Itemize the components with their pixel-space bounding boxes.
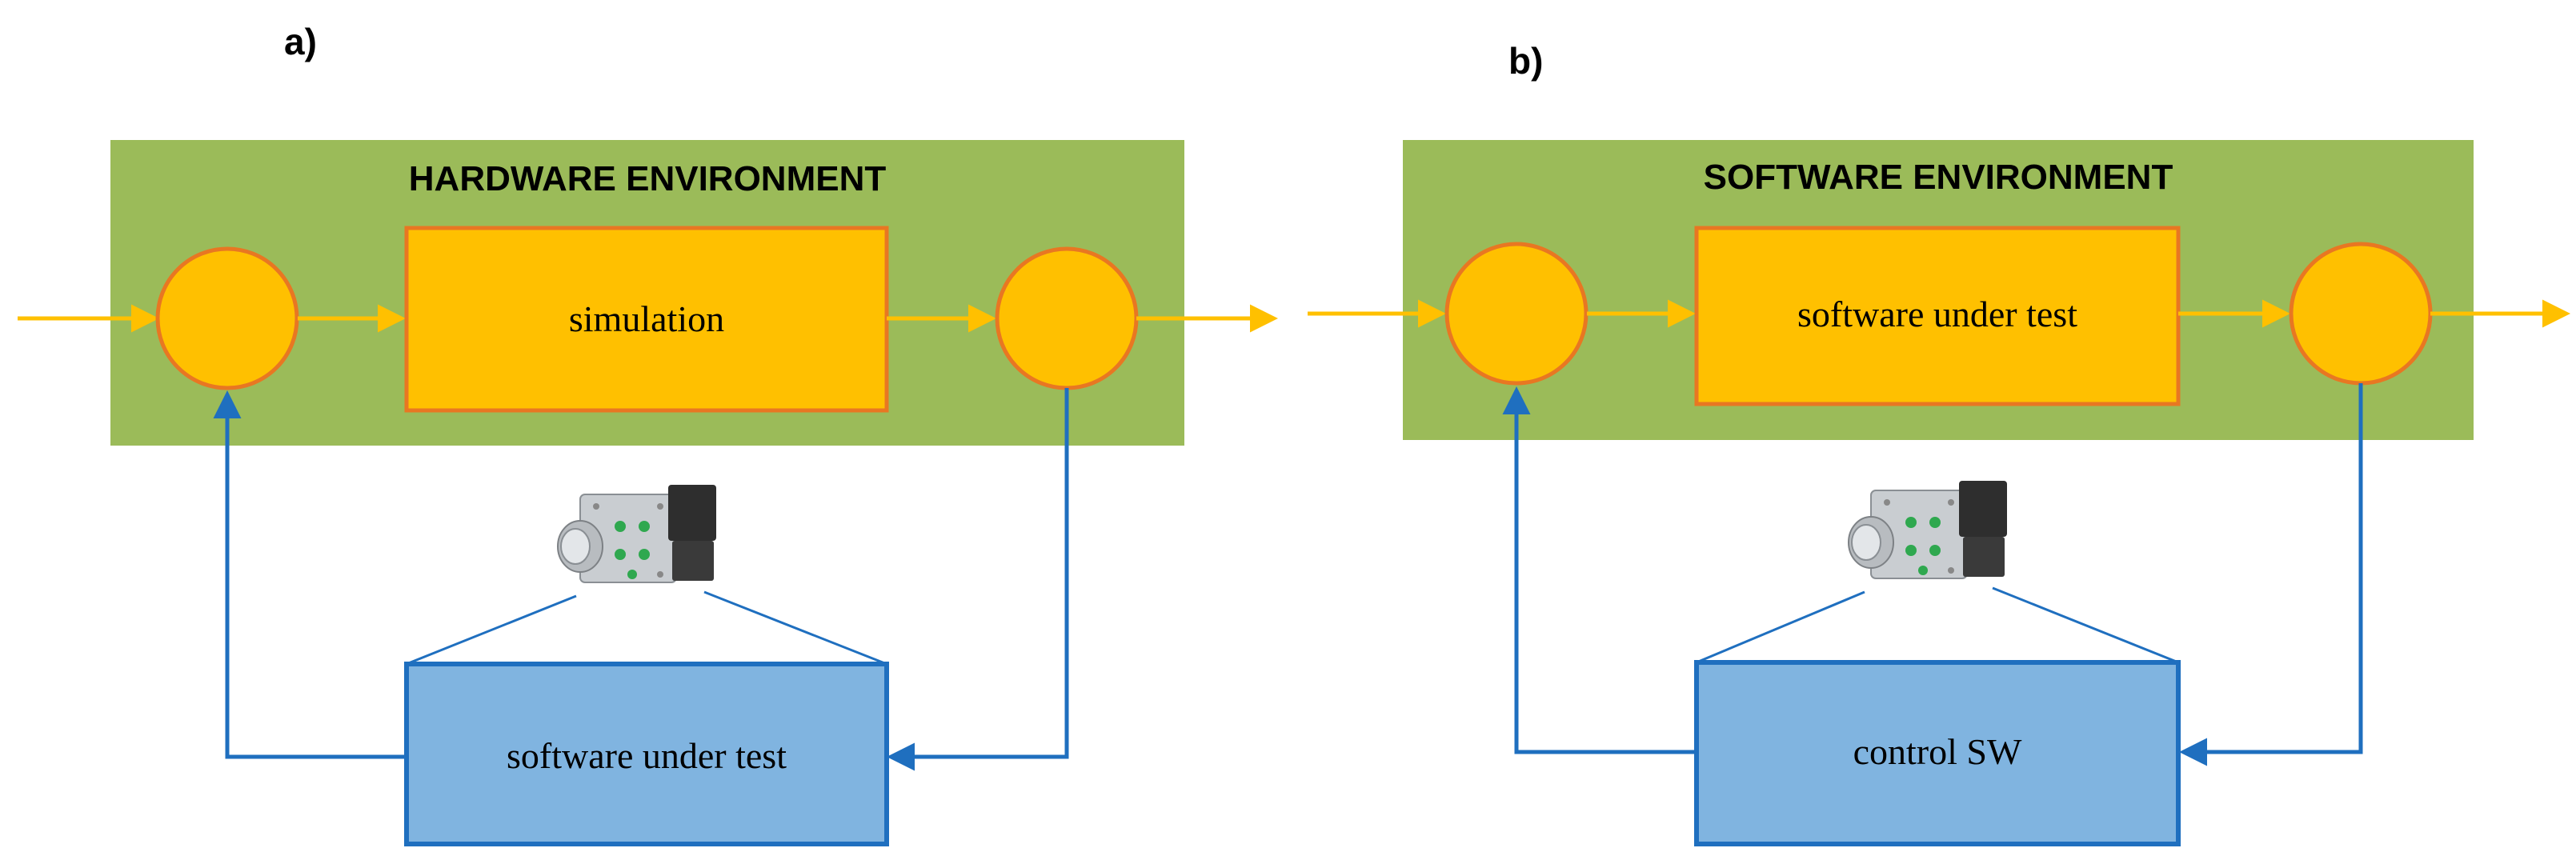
software-under-test-block — [1694, 226, 2181, 406]
hardware-environment-title: HARDWARE ENVIRONMENT — [409, 159, 887, 198]
simulation-block — [404, 226, 889, 413]
callout-line — [1992, 586, 2179, 664]
panel-a: a) HARDWARE ENVIRONMENT simulation softw… — [18, 21, 1278, 846]
input-node — [155, 246, 299, 390]
feedback-line-out — [887, 388, 1069, 771]
control-sw-block-label: control SW — [1853, 731, 2022, 772]
ecu-module-icon — [1848, 480, 2008, 579]
software-under-test-block — [404, 662, 889, 846]
simulation-block-label: simulation — [569, 298, 724, 339]
output-node — [995, 246, 1139, 390]
input-node — [1444, 242, 1588, 386]
feedback-line-out — [2179, 383, 2363, 766]
callout-line — [703, 590, 887, 666]
feedback-line-in — [213, 390, 407, 759]
output-node — [2289, 242, 2433, 386]
control-sw-block — [1694, 660, 2181, 846]
callout-line — [406, 594, 577, 666]
software-environment-title: SOFTWARE ENVIRONMENT — [1704, 158, 2173, 197]
feedback-line-in — [1502, 386, 1697, 754]
panel-b: b) SOFTWARE ENVIRONMENT software under t… — [1308, 40, 2570, 846]
panel-b-label: b) — [1508, 40, 1543, 82]
software-under-test-block-label: software under test — [507, 735, 787, 776]
software-under-test-block-label: software under test — [1797, 294, 2077, 334]
panel-a-label: a) — [284, 21, 317, 62]
ecu-module-icon — [557, 484, 717, 583]
callout-line — [1696, 590, 1865, 664]
